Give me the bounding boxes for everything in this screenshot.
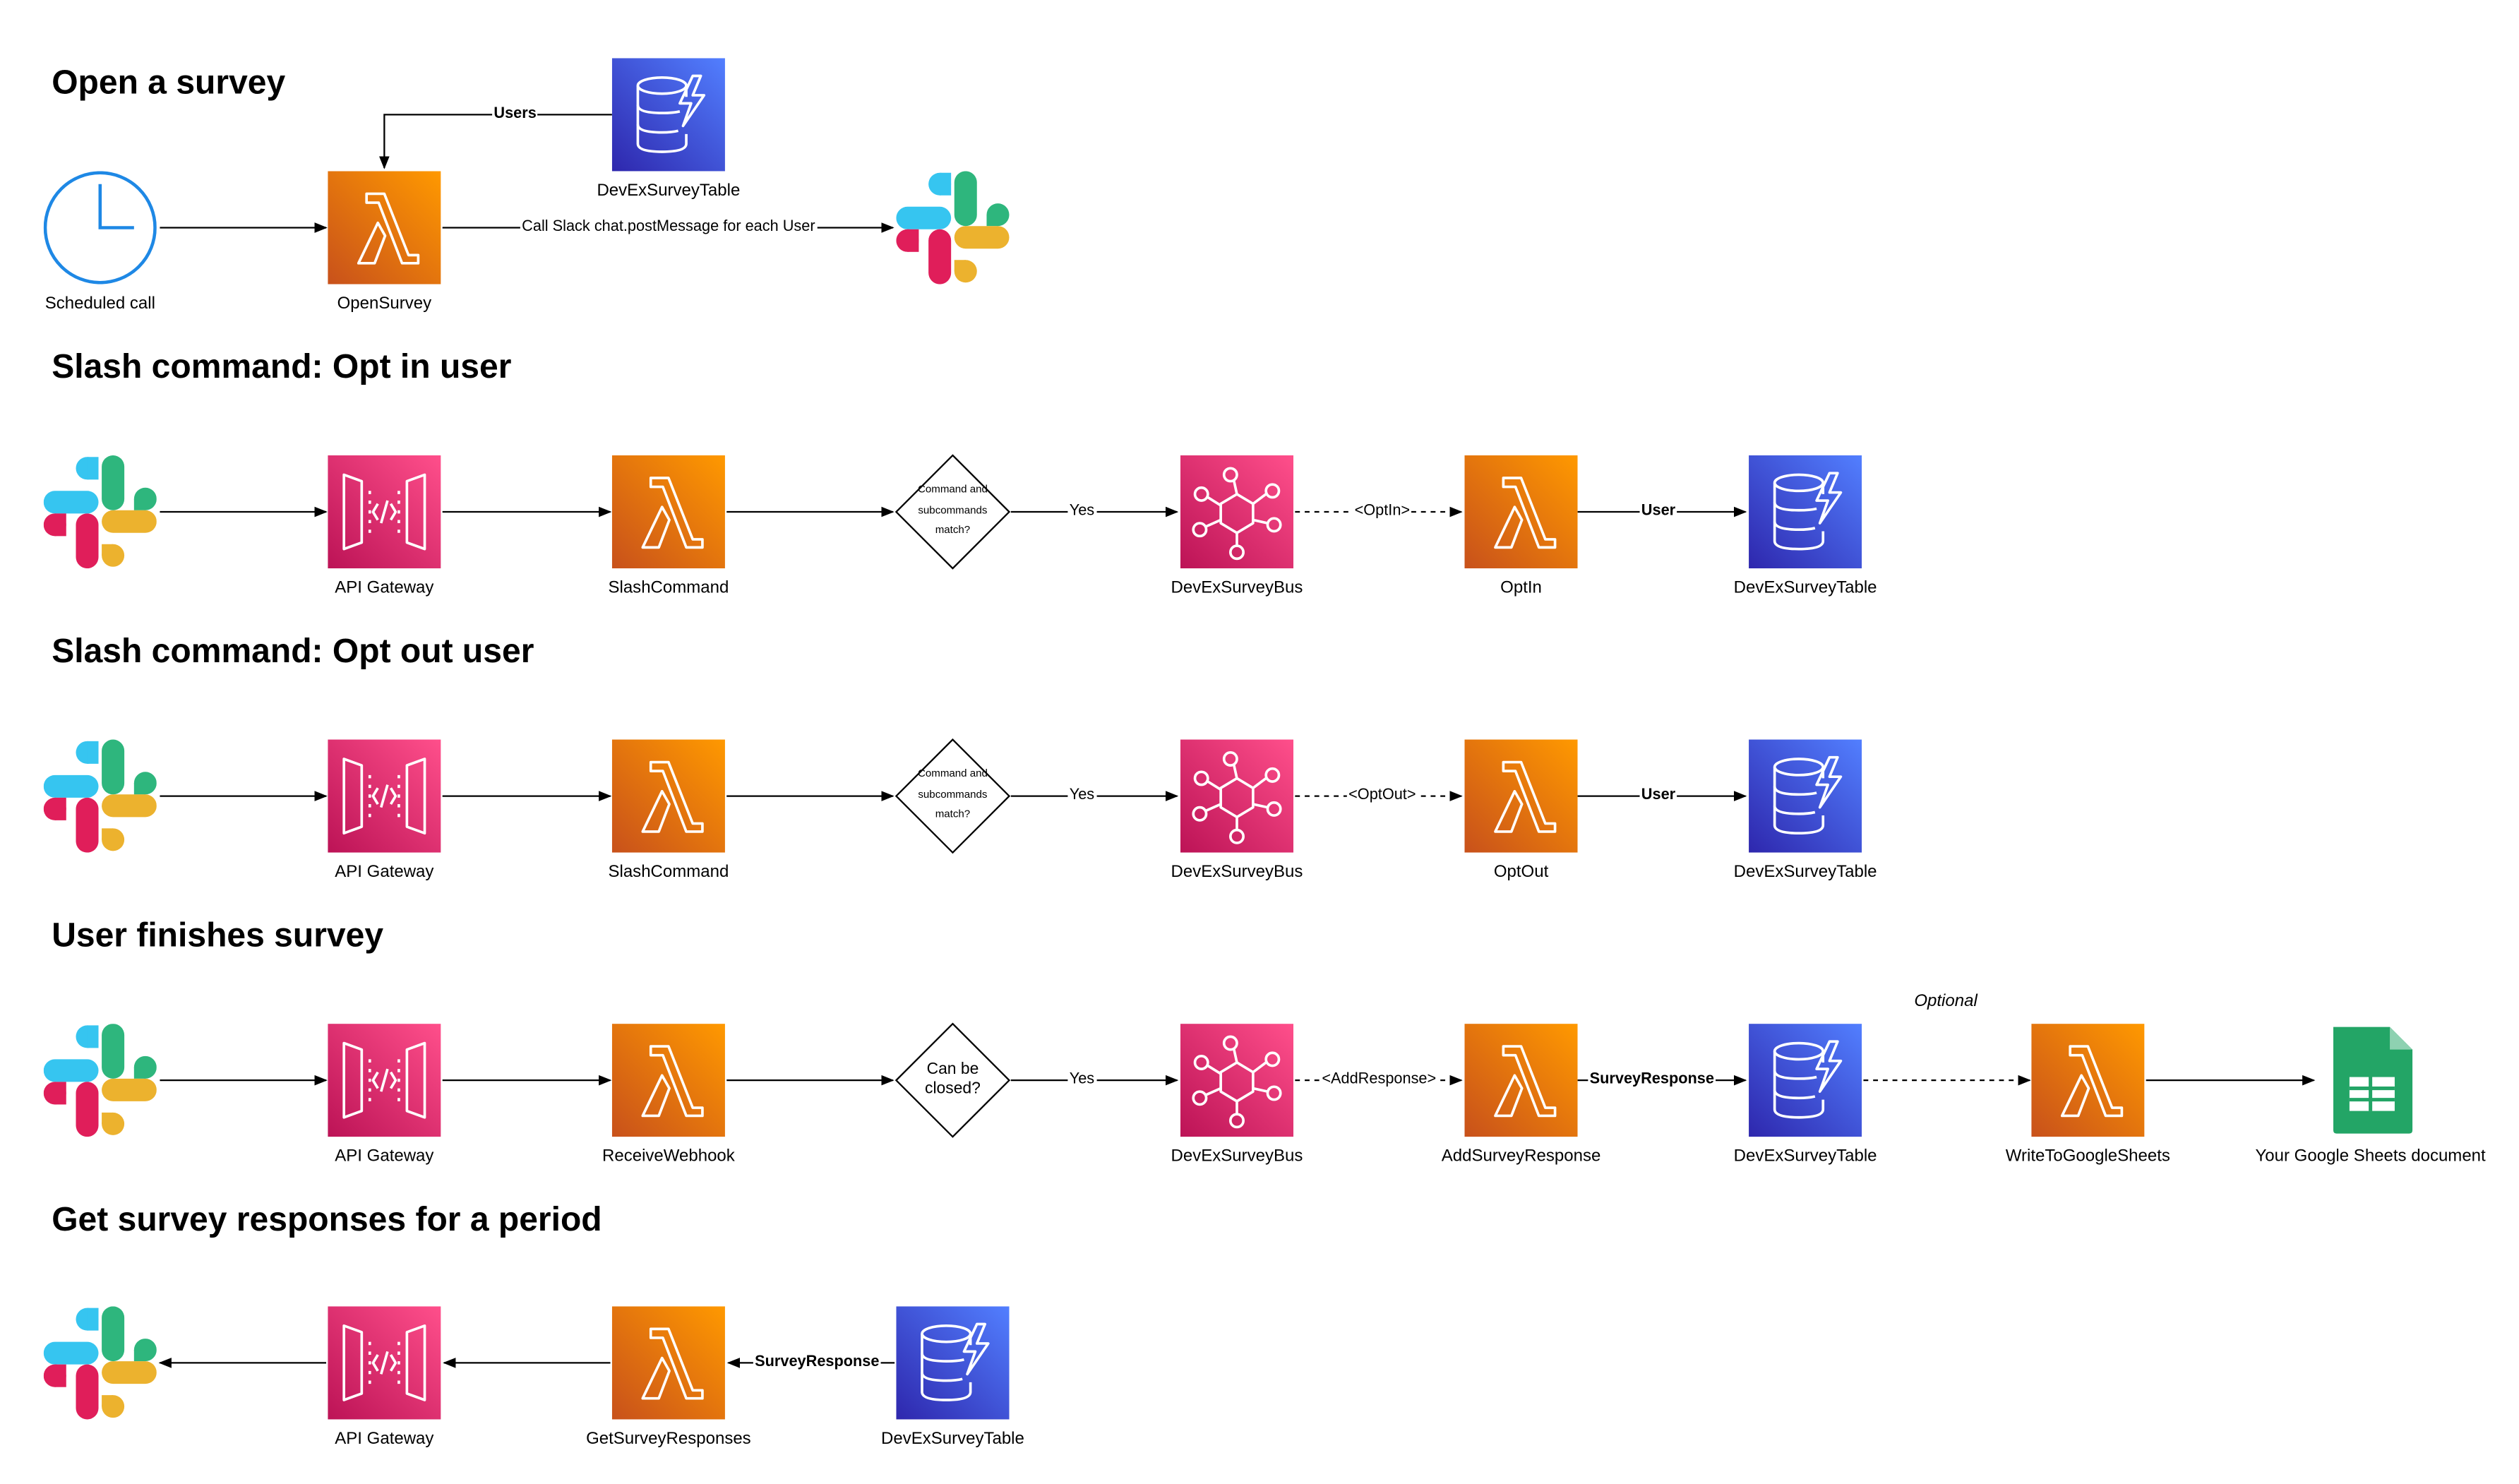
node-label-sheets-doc: Your Google Sheets document	[2255, 1146, 2486, 1166]
decision-line: Command and	[917, 484, 988, 496]
slack-icon	[43, 1306, 157, 1420]
node-label-table4: DevExSurveyTable	[1733, 1146, 1877, 1166]
node-label-slash1: SlashCommand	[608, 578, 729, 598]
node-label-table1: DevExSurveyTable	[597, 181, 741, 201]
lambda-icon	[328, 171, 441, 285]
lambda-icon	[611, 739, 725, 853]
edge-label-post-message: Call Slack chat.postMessage for each Use…	[520, 217, 817, 238]
section-title-open-survey: Open a survey	[52, 64, 286, 102]
node-label-api1: API Gateway	[335, 578, 434, 598]
decision-line: match?	[935, 809, 971, 821]
node-label-bus3: DevExSurveyBus	[1171, 1146, 1303, 1166]
dynamodb-icon	[896, 1306, 1010, 1420]
decision-command-match: Command and subcommands match?	[894, 454, 1011, 570]
node-label-webhook: ReceiveWebhook	[602, 1146, 735, 1166]
decision-line: closed?	[925, 1080, 981, 1099]
node-label-slash2: SlashCommand	[608, 862, 729, 882]
eventbridge-icon	[1180, 739, 1294, 853]
decision-line: Command and	[917, 769, 988, 781]
lambda-icon	[611, 1306, 725, 1420]
edge-label-yes: Yes	[1067, 1070, 1096, 1090]
edge-label-optin-event: <OptIn>	[1353, 502, 1412, 522]
node-label-scheduled-call: Scheduled call	[44, 294, 155, 313]
slack-icon	[43, 1024, 157, 1137]
google-sheets-icon	[2316, 1024, 2429, 1137]
section-title-opt-in: Slash command: Opt in user	[52, 349, 512, 386]
decision-line: match?	[935, 525, 971, 537]
node-label-api4: API Gateway	[335, 1429, 434, 1449]
node-label-optin: OptIn	[1500, 578, 1542, 598]
lambda-icon	[2031, 1024, 2145, 1137]
api-gateway-icon	[328, 455, 441, 569]
eventbridge-icon	[1180, 455, 1294, 569]
node-label-api3: API Gateway	[335, 1146, 434, 1166]
dynamodb-icon	[1749, 455, 1862, 569]
clock-icon	[43, 171, 157, 285]
node-label-write-sheets: WriteToGoogleSheets	[2005, 1146, 2170, 1166]
node-label-bus1: DevExSurveyBus	[1171, 578, 1303, 598]
decision-can-be-closed: Can be closed?	[894, 1022, 1011, 1139]
edge-label-survey-response: SurveyResponse	[1588, 1070, 1716, 1090]
lambda-icon	[1464, 1024, 1578, 1137]
slack-icon	[43, 455, 157, 569]
slack-icon	[43, 739, 157, 853]
eventbridge-icon	[1180, 1024, 1294, 1137]
lambda-icon	[611, 1024, 725, 1137]
node-label-table5: DevExSurveyTable	[880, 1429, 1024, 1449]
node-label-open-survey: OpenSurvey	[337, 294, 432, 313]
edge-label-user: User	[1639, 786, 1677, 806]
edge-label-yes: Yes	[1067, 502, 1096, 522]
note-optional: Optional	[1914, 991, 1977, 1011]
node-label-table3: DevExSurveyTable	[1733, 862, 1877, 882]
api-gateway-icon	[328, 739, 441, 853]
dynamodb-icon	[1749, 739, 1862, 853]
dynamodb-icon	[1749, 1024, 1862, 1137]
edge-label-yes: Yes	[1067, 786, 1096, 806]
edge-label-user: User	[1639, 502, 1677, 522]
node-label-api2: API Gateway	[335, 862, 434, 882]
decision-line: subcommands	[918, 505, 988, 517]
section-title-opt-out: Slash command: Opt out user	[52, 633, 534, 671]
node-label-table2: DevExSurveyTable	[1733, 578, 1877, 598]
decision-command-match: Command and subcommands match?	[894, 738, 1011, 854]
api-gateway-icon	[328, 1306, 441, 1420]
lambda-icon	[1464, 739, 1578, 853]
node-label-get-responses: GetSurveyResponses	[586, 1429, 751, 1449]
api-gateway-icon	[328, 1024, 441, 1137]
node-label-bus2: DevExSurveyBus	[1171, 862, 1303, 882]
dynamodb-icon	[611, 58, 725, 172]
edge-label-optout-event: <OptOut>	[1346, 786, 1418, 806]
section-title-user-finishes: User finishes survey	[52, 917, 384, 955]
node-label-optout: OptOut	[1493, 862, 1549, 882]
lambda-icon	[1464, 455, 1578, 569]
edge-label-add-response-event: <AddResponse>	[1320, 1070, 1438, 1090]
decision-line: Can be	[926, 1060, 979, 1079]
lambda-icon	[611, 455, 725, 569]
edge-label-users: Users	[492, 104, 539, 125]
node-label-add-response: AddSurveyResponse	[1441, 1146, 1601, 1166]
edge-label-survey-response: SurveyResponse	[753, 1353, 881, 1373]
slack-icon	[896, 171, 1010, 285]
section-title-get-responses: Get survey responses for a period	[52, 1201, 602, 1239]
decision-line: subcommands	[918, 789, 988, 801]
